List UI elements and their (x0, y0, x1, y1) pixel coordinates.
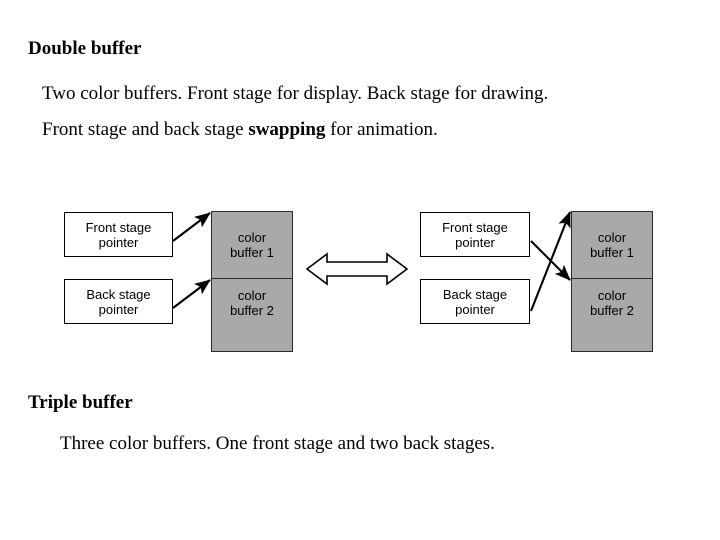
left-front-stage-pointer-label-line1: Front stage (85, 219, 152, 235)
right-color-buffer-2-label-line1: color (597, 288, 627, 303)
double-buffer-text-line-2: Front stage and back stage swapping for … (42, 118, 438, 142)
right-color-buffer-1-label-line1: color (597, 230, 627, 245)
right-back-stage-pointer-label-line2: pointer (455, 301, 495, 317)
right-front-stage-pointer-arrow (530, 240, 571, 281)
double-buffer-text-line-1: Two color buffers. Front stage for displ… (42, 83, 549, 104)
left-color-buffer-2-label-line2: buffer 2 (230, 303, 274, 318)
left-color-buffer-1-label-line2: buffer 1 (230, 245, 274, 260)
section-heading-triple-buffer: Triple buffer (28, 392, 133, 413)
left-color-buffer-block: color buffer 1 color buffer 2 (211, 211, 293, 352)
left-front-stage-pointer-box: Front stage pointer (64, 212, 173, 257)
left-front-stage-pointer-arrow (172, 212, 211, 242)
right-color-buffer-2-label-line2: buffer 2 (590, 303, 634, 318)
right-color-buffer-1-cell: color buffer 1 (572, 212, 652, 279)
left-back-stage-pointer-box: Back stage pointer (64, 279, 173, 324)
left-color-buffer-2-cell: color buffer 2 (212, 279, 292, 351)
text-fragment-swapping: swapping (248, 119, 326, 140)
right-color-buffer-2-cell: color buffer 2 (572, 279, 652, 351)
text-fragment-before: Front stage and back stage (42, 119, 249, 140)
text-fragment-after: for animation. (325, 119, 438, 140)
triple-buffer-text-line-1: Three color buffers. One front stage and… (60, 433, 495, 454)
left-color-buffer-1-label-line1: color (237, 230, 267, 245)
left-color-buffer-2-label-line1: color (237, 288, 267, 303)
left-color-buffer-1-cell: color buffer 1 (212, 212, 292, 279)
right-front-stage-pointer-label-line1: Front stage (442, 219, 508, 235)
left-back-stage-pointer-label-line1: Back stage (86, 286, 151, 302)
left-front-stage-pointer-label-line2: pointer (98, 234, 139, 250)
right-back-stage-pointer-label-line1: Back stage (442, 286, 508, 302)
right-color-buffer-block: color buffer 1 color buffer 2 (571, 211, 653, 352)
right-back-stage-pointer-arrow (530, 211, 571, 312)
swap-double-arrow-icon (306, 252, 408, 286)
section-heading-double-buffer: Double buffer (28, 38, 142, 59)
right-back-stage-pointer-box: Back stage pointer (420, 279, 530, 324)
right-color-buffer-1-label-line2: buffer 1 (590, 245, 634, 260)
right-front-stage-pointer-label-line2: pointer (455, 234, 495, 250)
left-back-stage-pointer-arrow (172, 279, 211, 309)
right-front-stage-pointer-box: Front stage pointer (420, 212, 530, 257)
left-back-stage-pointer-label-line2: pointer (98, 301, 139, 317)
